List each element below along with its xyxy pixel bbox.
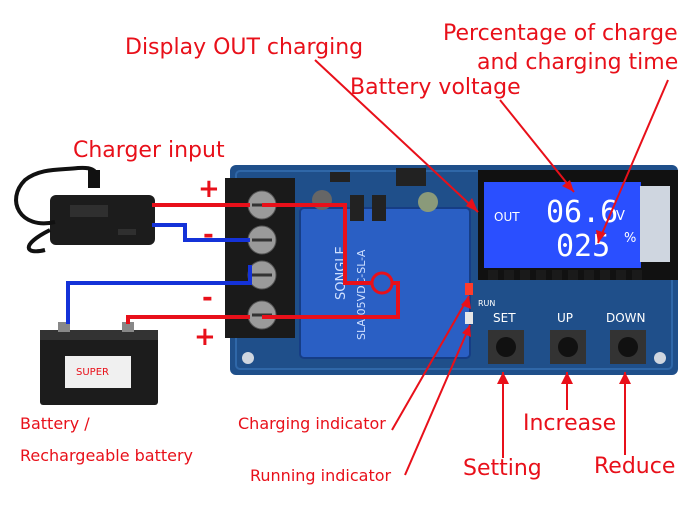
battery-voltage-label: Battery voltage [350,75,521,100]
relay: SONGLE SLA-05VDC-SL-A [299,207,471,359]
annotation-lines [314,59,669,476]
running-indicator-label: Running indicator [250,466,392,485]
battery-label-line1: Battery / [20,414,90,433]
lcd-voltage-unit: V [616,209,625,224]
charger-input-label: Charger input [73,138,225,163]
run-label: RUN [478,299,495,308]
board-buttons: SET UP DOWN [488,311,646,364]
display-out-label: Display OUT charging [125,35,364,60]
car-battery: SUPER [40,322,158,405]
terminal-block [225,178,295,338]
battery-label-line2: Rechargeable battery [20,446,194,465]
battery-brand: SUPER [76,367,109,378]
set-button-text: SET [493,311,516,325]
lcd-voltage: 06.6 [546,195,618,230]
charger-minus-sign: - [203,220,214,250]
down-button-text: DOWN [606,311,646,325]
battery-minus-sign: - [202,283,213,313]
charger-adapter [14,165,155,254]
percentage-label-line2: and charging time [477,50,679,75]
percentage-label-line1: Percentage of charge [443,21,678,46]
up-button-text: UP [557,311,573,325]
lcd-display: OUT 06.6 V 025 % [478,170,678,280]
lcd-percent-unit: % [624,231,636,246]
battery-plus-sign: + [194,322,216,352]
annotation-arrowheads [461,180,631,384]
setting-label: Setting [463,456,542,481]
indicator-leds: RUN [465,283,495,324]
lcd-out-label: OUT [494,210,520,224]
charging-indicator-label: Charging indicator [238,414,386,433]
increase-label: Increase [523,411,617,436]
relay-model: SLA-05VDC-SL-A [355,249,368,340]
reduce-label: Reduce [594,454,676,479]
wires [66,203,400,324]
charger-plus-sign: + [198,174,220,204]
